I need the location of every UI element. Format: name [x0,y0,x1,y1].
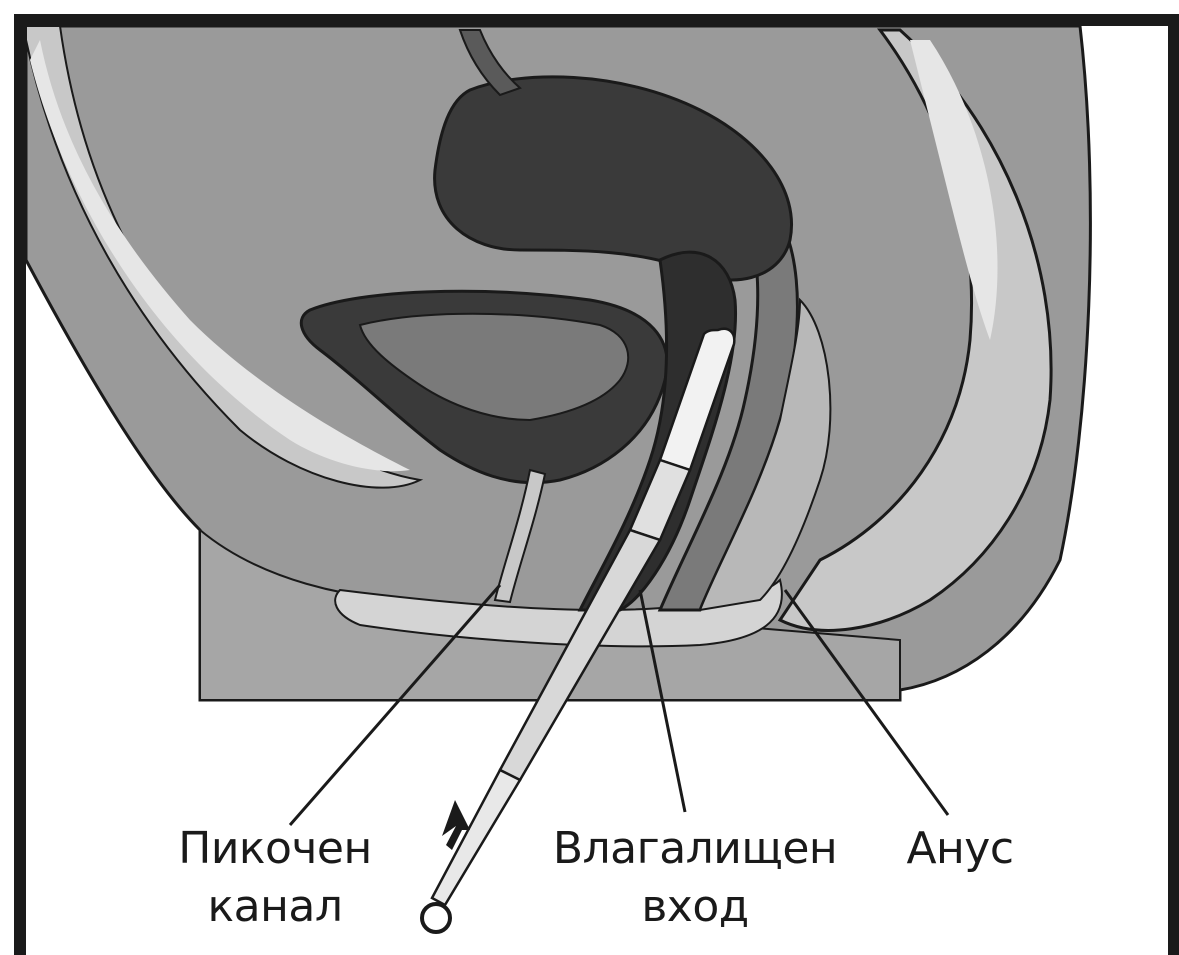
frame-right-border [1168,14,1179,955]
label-vaginal-opening: Влагалищен вход [545,820,845,936]
applicator-rod [432,770,520,905]
label-urethra-line2: канал [155,878,395,936]
label-urethra: Пикочен канал [155,820,395,936]
applicator-ring [422,904,450,932]
frame-left-border [14,14,26,955]
frame-top-border [14,14,1179,26]
label-urethra-line1: Пикочен [155,820,395,878]
label-anus: Анус [890,820,1030,878]
label-vaginal-opening-line2: вход [545,878,845,936]
label-anus-line1: Анус [890,820,1030,878]
label-vaginal-opening-line1: Влагалищен [545,820,845,878]
